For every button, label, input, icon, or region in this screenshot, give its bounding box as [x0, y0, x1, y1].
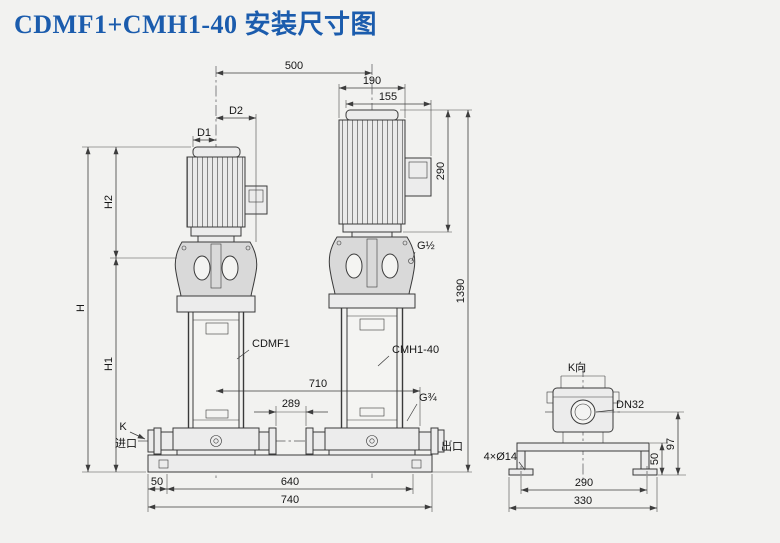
dim-710: 710: [309, 378, 327, 390]
dim-h1: H1: [103, 357, 115, 371]
outlet-stub: [418, 431, 432, 451]
dim-97: 97: [665, 438, 677, 450]
dim-289: 289: [282, 398, 300, 410]
nameplate-right: [359, 318, 385, 331]
dim-1390: 1390: [455, 279, 467, 303]
dim-155: 155: [379, 91, 397, 103]
label-pump-right: CMH1-40: [392, 344, 439, 356]
label-outlet: 出口: [441, 439, 463, 453]
label-bolt-holes: 4×Ø14: [484, 451, 517, 463]
dim-h: H: [75, 304, 87, 312]
terminal-box-right: [404, 157, 432, 197]
gauge-port-boss: [408, 258, 414, 264]
dim-190: 190: [363, 75, 381, 87]
drawing-title: CDMF1+CMH1-40 安装尺寸图: [14, 10, 377, 39]
dim-640: 640: [281, 476, 299, 488]
dim-h2: H2: [103, 195, 115, 209]
label-inlet: 进口: [115, 437, 137, 450]
dim-330: 330: [574, 495, 592, 507]
dim-d1: D1: [197, 127, 211, 139]
pump-right-drawing: [305, 109, 445, 456]
dim-290-kview: 290: [575, 477, 593, 489]
label-dn32: DN32: [616, 399, 644, 411]
view-k-arrow: [129, 431, 146, 440]
callout-labels: CDMF1 CMH1-40 G½ G¾ K 进口 出口 K向 DN32 4×Ø1…: [115, 240, 644, 471]
dimension-lines: 500 190 155 D2 D1 H H2 H1: [75, 60, 686, 512]
label-inlet-mark: K: [119, 421, 127, 433]
label-gauge-port-bottom: G¾: [419, 392, 438, 404]
pump-left-drawing: [147, 146, 277, 456]
suction-port: [570, 399, 596, 425]
label-k-view: K向: [568, 360, 586, 374]
dim-d2: D2: [229, 105, 243, 117]
inlet-stub: [160, 431, 174, 451]
dim-500: 500: [285, 60, 303, 72]
k-view-drawing: [508, 375, 658, 478]
dim-740: 740: [281, 494, 299, 506]
nameplate-left: [205, 322, 229, 335]
label-pump-left: CDMF1: [252, 338, 290, 350]
label-gauge-port-top: G½: [417, 240, 435, 252]
dim-50-base: 50: [151, 476, 163, 488]
base-plate-drawing: [147, 454, 433, 473]
dim-290-motor: 290: [435, 162, 447, 180]
dim-50-kview: 50: [649, 453, 661, 465]
